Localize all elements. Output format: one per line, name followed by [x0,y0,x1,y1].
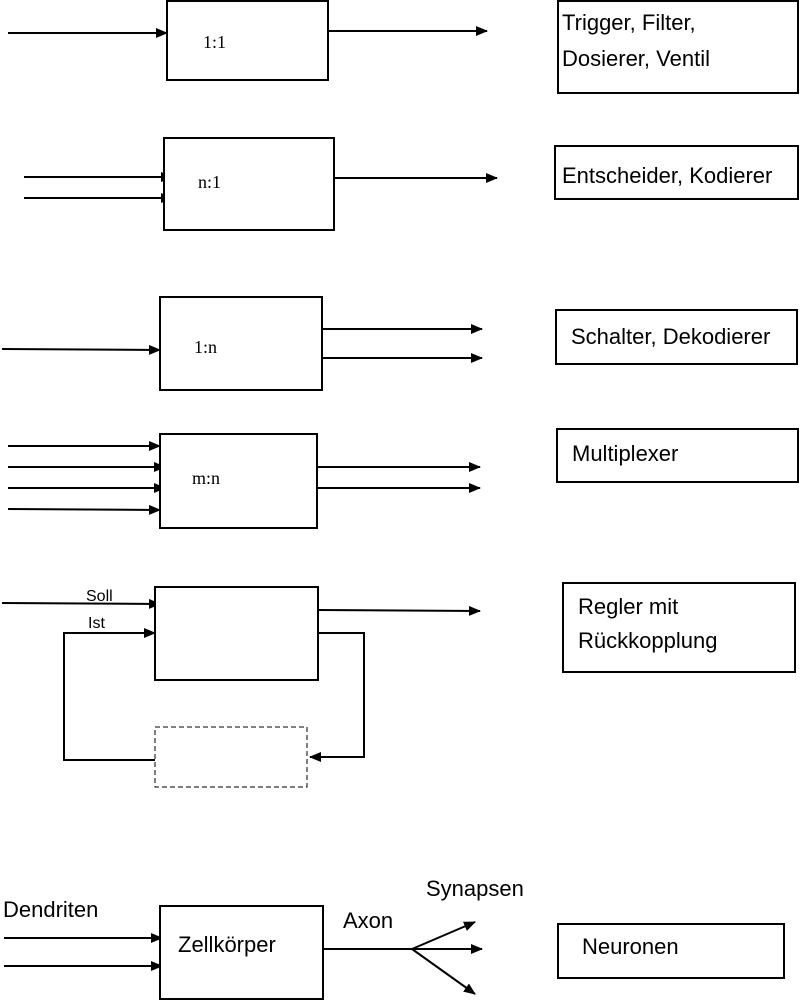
cell-body-block [159,905,324,1000]
block-label-nto1: n:1 [198,172,221,192]
caption-line-2: Rückkopplung [578,628,717,653]
caption-line-1: Trigger, Filter, [562,10,696,35]
caption-line-1: Schalter, Dekodierer [571,324,770,349]
setpoint-input-arrow [1,598,161,609]
feedback-return-path [63,628,156,761]
synapses-label: Synapsen [426,876,524,901]
caption-box-mton [556,428,799,483]
row-neuron: Dendriten Zellkörper Axon Synapsen Neuro… [3,876,785,1000]
caption-box-nto1 [554,145,799,200]
output-arrow [317,605,481,616]
caption-box-1to1 [557,0,799,94]
block-nto1 [163,137,335,231]
caption-line-1: Entscheider, Kodierer [562,163,772,188]
input-arrow [7,504,161,515]
synapse-arrow [411,948,476,995]
row-controller: Soll Ist Regler mit Rückkopplung [1,582,796,788]
block-label-1ton: 1:n [194,337,217,357]
caption-line-1: Multiplexer [572,441,678,466]
cell-body-label: Zellkörper [178,932,276,957]
caption-line-2: Dosierer, Ventil [562,46,710,71]
block-1ton [159,296,323,391]
synapse-arrow [411,921,476,950]
block-label-mton: m:n [192,468,220,488]
caption-box-neuron [557,923,785,979]
row-nto1: n:1 Entscheider, Kodierer [24,137,799,231]
block-label-1to1: 1:1 [203,32,226,52]
caption-box-1ton [555,309,798,365]
block-mton [159,433,318,529]
caption-box-controller [562,582,796,673]
caption-line-1: Regler mit [578,594,678,619]
row-mton: m:n Multiplexer [7,428,799,529]
setpoint-label: Soll [86,588,113,605]
controller-block [154,586,319,681]
feedback-forward-path [309,632,365,762]
actual-value-label: Ist [88,615,105,632]
input-arrow [1,344,161,355]
caption-line-1: Neuronen [582,934,679,959]
feedback-element [154,726,308,788]
axon-label: Axon [343,908,393,933]
row-1ton: 1:n Schalter, Dekodierer [1,296,798,391]
row-1to1: 1:1 Trigger, Filter, Dosierer, Ventil [8,0,799,94]
dendrites-label: Dendriten [3,897,98,922]
block-1to1 [166,0,329,81]
